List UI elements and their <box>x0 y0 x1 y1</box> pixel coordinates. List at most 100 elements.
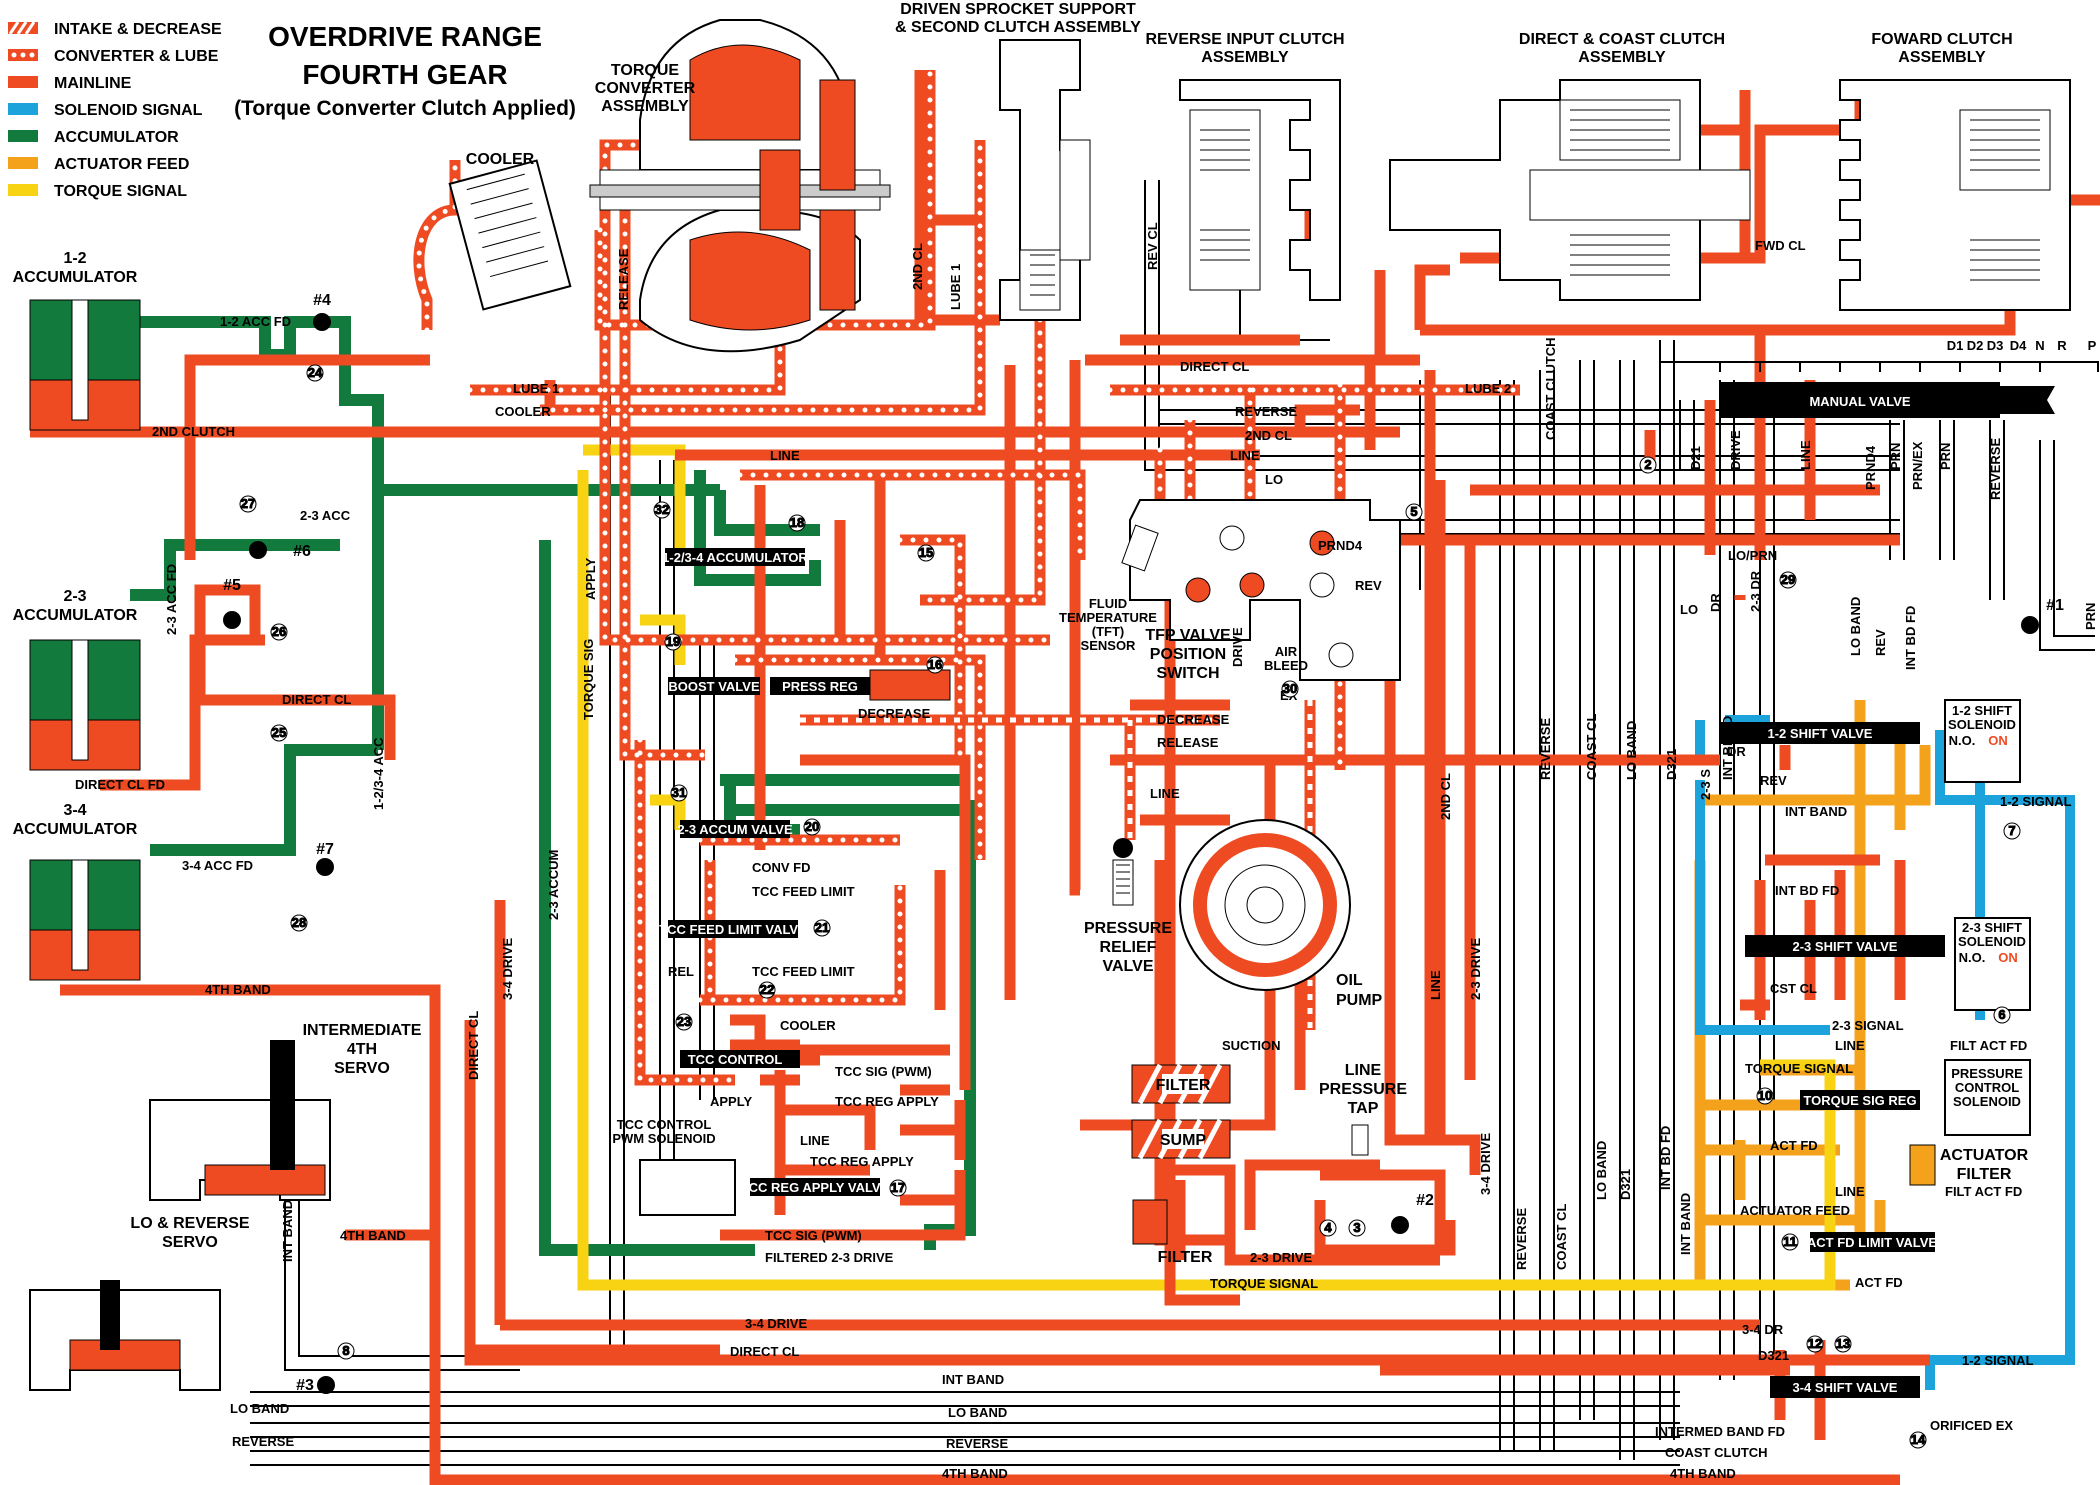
valve-shift-12[interactable]: 1-2 SHIFT VALVE <box>1720 722 1920 744</box>
orifice <box>1779 571 1797 589</box>
manual-valve[interactable]: MANUAL VALVE <box>1720 382 2055 418</box>
label-direct-cl-vert: DIRECT CL <box>466 1011 481 1080</box>
valve-accum-23[interactable]: 2-3 ACCUM VALVE <box>677 820 793 838</box>
title-line2: FOURTH GEAR <box>302 59 507 90</box>
direct-coast-clutch-assembly: DIRECT & COAST CLUTCH ASSEMBLY <box>1389 31 1751 301</box>
accum-23-label: 2-3 ACCUM VALVE <box>677 822 793 837</box>
filter-label: FILTER <box>1156 1077 1211 1094</box>
legend-item: MAINLINE <box>8 75 132 92</box>
reverse-input-clutch-assembly: REVERSE INPUT CLUTCH ASSEMBLY <box>1145 31 1345 301</box>
checkball-4-label: #4 <box>313 292 331 309</box>
valve-tcc-reg-apply[interactable]: TCC REG APPLY VALVE <box>741 1178 890 1196</box>
suction-filter: FILTER <box>1131 1063 1231 1105</box>
label-rev-cl: REV CL <box>1145 222 1160 270</box>
label-int-bd-fd: INT BD FD <box>1775 883 1839 898</box>
orifice <box>337 1342 355 1360</box>
orifice <box>1405 503 1423 521</box>
valve-tcc-feed-limit[interactable]: TCC FEED LIMIT VALVE <box>659 920 807 938</box>
label-direct-cl: DIRECT CL <box>282 692 351 707</box>
label-filt-act-fd: FILT ACT FD <box>1950 1038 2027 1053</box>
acc23-label-1: 2-3 <box>63 588 86 605</box>
label-int-bd-fd-right: INT BD FD <box>1720 716 1735 780</box>
label-decrease-left: DECREASE <box>858 706 931 721</box>
sump-label: SUMP <box>1160 1132 1207 1149</box>
label-lo-right: LO <box>1680 602 1698 617</box>
forward-clutch-label-2: ASSEMBLY <box>1898 49 1986 66</box>
label-drive-top: DRIVE <box>1728 430 1743 470</box>
label-lube1-vert: LUBE 1 <box>948 264 963 310</box>
label-intermed-band-fd: INTERMED BAND FD <box>1655 1424 1785 1439</box>
actuator-filter-label-1: ACTUATOR <box>1940 1147 2029 1164</box>
legend-item: ACCUMULATOR <box>8 129 179 146</box>
valve-torque-sig-reg[interactable]: TORQUE SIG REG <box>1800 1090 1920 1110</box>
label-direct-cl-top: DIRECT CL <box>1180 359 1249 374</box>
label-tcc-sig-pwm-1: TCC SIG (PWM) <box>835 1064 932 1079</box>
valve-accum-1234[interactable]: 1-2/3-4 ACCUMULATOR <box>662 548 808 566</box>
legend-mainline-label: MAINLINE <box>54 75 132 92</box>
valve-boost[interactable]: BOOST VALVE <box>668 677 760 695</box>
label-line-manual: LINE <box>1798 440 1813 470</box>
orifice-2-label: 2 <box>1644 457 1651 472</box>
checkball <box>316 858 334 876</box>
label-reverse-right: REVERSE <box>1538 718 1553 780</box>
line-tap-label-3: TAP <box>1348 1100 1379 1117</box>
prv-label-1: PRESSURE <box>1084 920 1172 937</box>
label-tcc-feed-limit-2: TCC FEED LIMIT <box>752 964 855 979</box>
valve-shift-34[interactable]: 3-4 SHIFT VALVE <box>1770 1376 1920 1398</box>
checkball <box>223 611 241 629</box>
sump: SUMP <box>1131 1118 1231 1160</box>
oil-pump: OIL PUMP <box>1179 819 1383 1009</box>
intake-decrease-passages <box>800 700 1316 1030</box>
cooler: COOLER <box>448 151 572 311</box>
actuator-filter-label-2: FILTER <box>1957 1166 2012 1183</box>
label-fwd-cl: FWD CL <box>1755 238 1806 253</box>
label-d21-top: D21 <box>1688 446 1703 470</box>
orifice-7-label: 7 <box>2008 823 2015 838</box>
label-coast-cl-right: COAST CL <box>1584 714 1599 781</box>
valve-tcc-control[interactable]: TCC CONTROL <box>680 1050 800 1068</box>
label-int-bd-fd-lower: INT BD FD <box>1658 1126 1673 1190</box>
orifice <box>926 656 944 674</box>
checkball-3-label: #3 <box>296 1377 314 1394</box>
orifice-27-label: 27 <box>241 496 255 511</box>
tft-label-3: (TFT) <box>1092 624 1124 639</box>
valve-press-reg[interactable]: PRESS REG <box>770 669 951 701</box>
legend-solenoid-label: SOLENOID SIGNAL <box>54 102 203 119</box>
label-torque-sig-vert: TORQUE SIG <box>581 639 596 720</box>
lo-reverse-servo: LO & REVERSE SERVO <box>29 1215 250 1391</box>
int-servo-label-2: 4TH <box>347 1041 377 1058</box>
tcc-pwm-solenoid: TCC CONTROL PWM SOLENOID <box>612 1117 736 1216</box>
tft-label-1: FLUID <box>1089 596 1127 611</box>
legend-actuator-label: ACTUATOR FEED <box>54 156 189 173</box>
label-filt-act-fd-2: FILT ACT FD <box>1945 1184 2022 1199</box>
oil-pump-label-2: PUMP <box>1336 992 1383 1009</box>
shift-solenoid-12: 1-2 SHIFT SOLENOID N.O. ON <box>1944 699 2021 783</box>
orifice <box>1781 1233 1799 1251</box>
valve-shift-23[interactable]: 2-3 SHIFT VALVE <box>1745 935 1945 957</box>
valve-act-fd-limit[interactable]: ACT FD LIMIT VALVE <box>1807 1232 1938 1252</box>
torque-sig-reg-label: TORQUE SIG REG <box>1803 1093 1916 1108</box>
label-decrease: DECREASE <box>1157 712 1230 727</box>
label-23-dr: 2-3 DR <box>1748 570 1763 612</box>
label-tcc-reg-apply-1: TCC REG APPLY <box>835 1094 939 1109</box>
orifice <box>1348 1219 1366 1237</box>
lo-rev-servo-label-1: LO & REVERSE <box>130 1215 249 1232</box>
orifice-21-label: 21 <box>815 920 829 935</box>
label-filtered-23-drive: FILTERED 2-3 DRIVE <box>765 1250 894 1265</box>
label-reverse-bottom: REVERSE <box>946 1436 1008 1451</box>
label-torque-signal-right: TORQUE SIGNAL <box>1745 1061 1853 1076</box>
label-suction: SUCTION <box>1222 1038 1281 1053</box>
acc12-label-1: 1-2 <box>63 250 86 267</box>
label-2-3-acc-fd: 2-3 ACC FD <box>164 564 179 635</box>
label-conv-fd: CONV FD <box>752 860 811 875</box>
tcc-control-label: TCC CONTROL <box>688 1052 783 1067</box>
accumulator-34: 3-4 ACCUMULATOR <box>13 802 141 981</box>
label-2nd-clutch: 2ND CLUTCH <box>152 424 235 439</box>
label-act-fd-2: ACT FD <box>1855 1275 1903 1290</box>
label-rev-low: REV <box>1760 773 1787 788</box>
intermediate-4th-servo: INTERMEDIATE 4TH SERVO <box>149 1022 422 1201</box>
label-4th-band-bottom: 4TH BAND <box>942 1466 1008 1481</box>
orifice <box>813 919 831 937</box>
legend-item: TORQUE SIGNAL <box>8 183 187 200</box>
label-3-4-acc-fd: 3-4 ACC FD <box>182 858 253 873</box>
